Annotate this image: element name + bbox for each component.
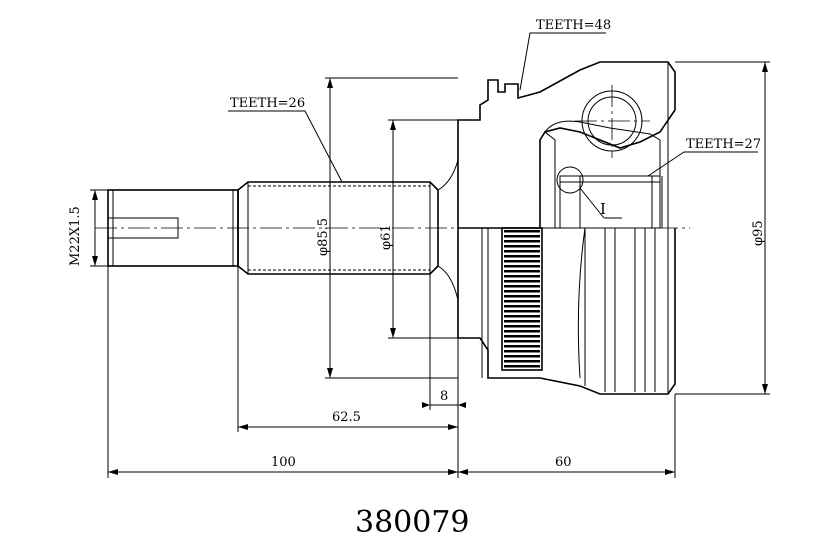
dimension-arrows [92,62,768,475]
svg-text:60: 60 [555,455,572,470]
teeth-48-label: TEETH=48 [536,18,611,33]
dim-diameter-85-5: φ85.5 [316,77,458,379]
svg-text:M22X1.5: M22X1.5 [68,206,83,266]
teeth-27-label: TEETH=27 [686,137,761,152]
svg-text:100: 100 [271,455,296,470]
dim-length-100: 100 [107,266,458,478]
threaded-stub [107,189,239,267]
dim-length-62-5: 62.5 [237,266,459,478]
dim-diameter-95: φ95 [675,61,770,395]
svg-text:8: 8 [440,389,448,404]
svg-text:φ85.5: φ85.5 [316,218,331,256]
svg-text:φ61: φ61 [379,224,394,250]
splined-shaft [237,120,459,338]
teeth-26-label: TEETH=26 [230,96,305,111]
dim-length-60: 60 [458,394,676,478]
svg-text:φ95: φ95 [751,220,766,246]
detail-label: I [600,200,606,218]
abs-ring [501,227,543,371]
dim-diameter-61: φ61 [379,119,458,339]
dim-thread: M22X1.5 [68,189,108,267]
dim-length-8: 8 [429,274,458,410]
part-number: 380079 [355,505,470,540]
bell-housing [457,61,676,395]
detail-circle [556,166,584,194]
ball-cage [575,85,650,158]
svg-text:62.5: 62.5 [332,410,361,425]
